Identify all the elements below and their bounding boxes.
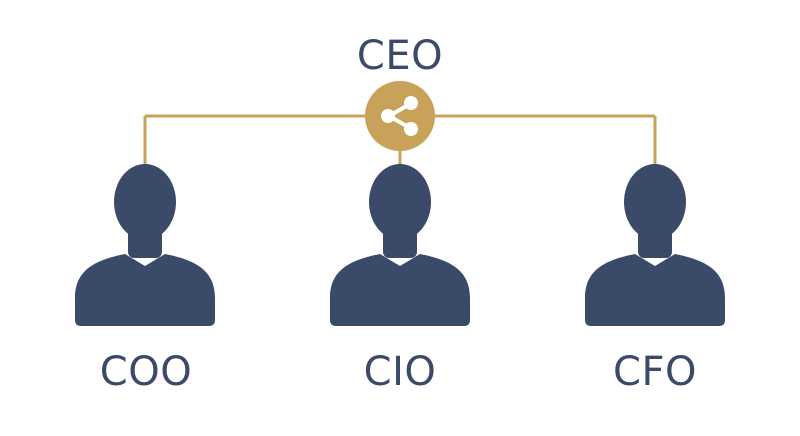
node-label-cio: CIO — [363, 349, 437, 395]
node-label-cfo: CFO — [613, 349, 697, 395]
person-icon — [585, 164, 725, 326]
share-icon — [381, 96, 418, 136]
person-icon — [75, 164, 215, 326]
share-icon-badge — [365, 81, 435, 151]
ceo-node — [365, 81, 435, 151]
person-icon — [330, 164, 470, 326]
node-label-ceo: CEO — [356, 33, 444, 79]
node-label-coo: COO — [99, 349, 193, 395]
